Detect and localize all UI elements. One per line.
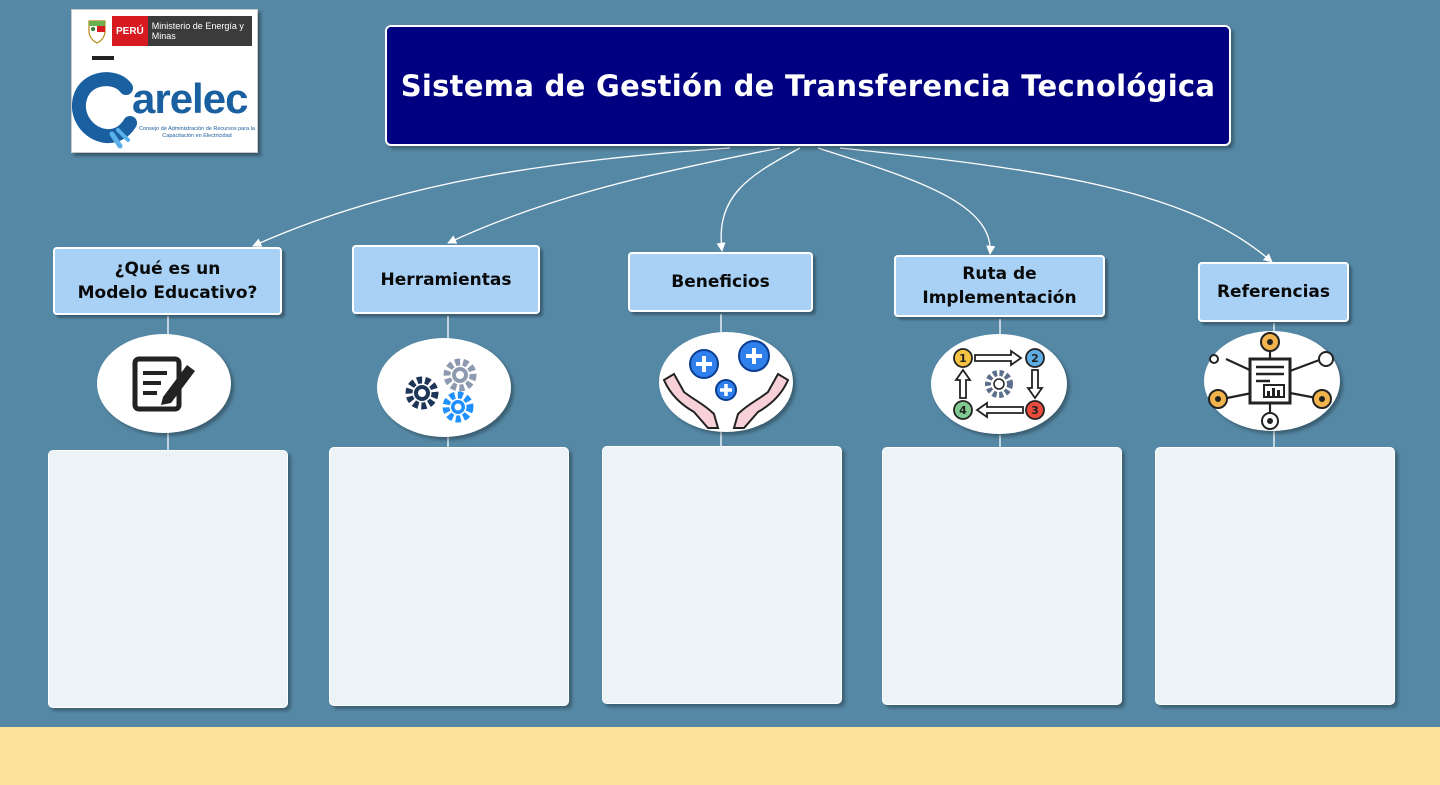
logo-divider — [92, 56, 114, 60]
oval-ruta: 1 2 3 4 — [931, 334, 1067, 434]
svg-text:2: 2 — [1031, 352, 1039, 365]
process-cycle-icon: 1 2 3 4 — [953, 348, 1045, 420]
edit-document-icon — [132, 356, 195, 411]
svg-text:1: 1 — [959, 352, 967, 365]
content-panel-ruta — [882, 447, 1122, 705]
diagram-title: Sistema de Gestión de Transferencia Tecn… — [400, 68, 1216, 103]
connector-arrow-4 — [817, 147, 996, 255]
connector-arrow-5 — [839, 147, 1273, 263]
connector-arrow-3 — [716, 147, 801, 252]
document-network-icon — [1208, 332, 1334, 430]
category-label-ruta: Ruta de Implementación — [894, 255, 1105, 317]
svg-text:4: 4 — [959, 404, 967, 417]
oval-modelo-educativo — [97, 334, 231, 433]
svg-text:3: 3 — [1031, 404, 1039, 417]
peru-label: PERÚ — [112, 16, 148, 46]
category-label-line2: Modelo Educativo? — [77, 283, 258, 303]
carelec-subtitle: Consejo de Administración de Recursos pa… — [139, 126, 255, 139]
diagram-title-box: Sistema de Gestión de Transferencia Tecn… — [385, 25, 1231, 146]
category-label-beneficios: Beneficios — [628, 252, 813, 312]
ministry-label: Ministerio de Energía y Minas — [147, 16, 252, 46]
category-label-line1: ¿Qué es un — [114, 259, 221, 279]
peru-coat-of-arms-icon — [82, 16, 112, 46]
carelec-bulb-c-icon — [72, 72, 137, 149]
gears-icon — [405, 358, 477, 422]
category-label-line1: Beneficios — [671, 272, 770, 292]
connector-arrow-1 — [252, 147, 731, 247]
oval-herramientas — [377, 338, 511, 437]
carelec-wordmark: arelec — [132, 75, 248, 122]
content-panel-herramientas — [329, 447, 569, 706]
content-panel-beneficios — [602, 446, 842, 704]
content-panel-referencias — [1155, 447, 1395, 705]
category-label-line1: Ruta de — [962, 264, 1037, 284]
category-label-line1: Referencias — [1216, 282, 1331, 302]
category-label-referencias: Referencias — [1198, 262, 1349, 322]
oval-beneficios — [659, 332, 793, 432]
category-label-modelo-educativo: ¿Qué es un Modelo Educativo? — [53, 247, 282, 315]
minem-header: PERÚ Ministerio de Energía y Minas — [82, 16, 252, 46]
carelec-logo: PERÚ Ministerio de Energía y Minas arele… — [71, 9, 258, 153]
category-label-line2: Implementación — [922, 288, 1077, 308]
connector-arrow-2 — [447, 147, 781, 244]
category-label-line1: Herramientas — [380, 269, 512, 290]
category-label-herramientas: Herramientas — [352, 245, 540, 314]
oval-referencias — [1204, 331, 1340, 431]
footer-band — [0, 727, 1440, 785]
hands-plus-icon — [662, 340, 790, 429]
content-panel-modelo-educativo — [48, 450, 288, 708]
